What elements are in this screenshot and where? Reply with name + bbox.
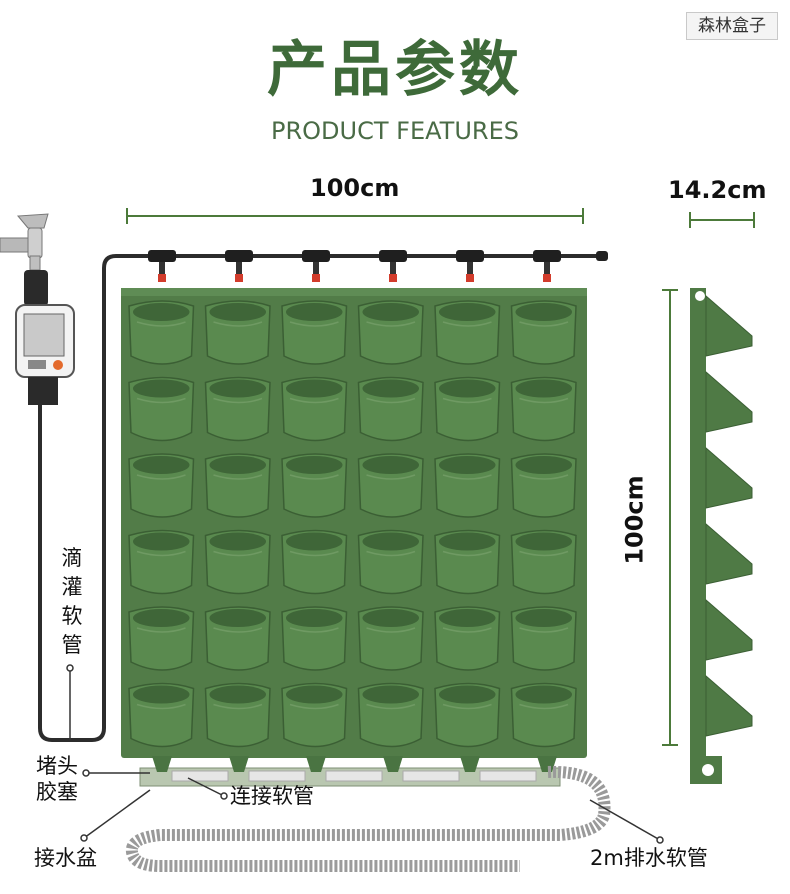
- drip-hose-label-3: 软: [61, 604, 83, 628]
- planter-pot: [510, 376, 577, 442]
- drain-hose-label: 2m排水软管: [590, 846, 708, 870]
- page-title: 产品参数: [267, 35, 523, 105]
- planter-pot: [128, 453, 195, 518]
- planter-pot: [128, 300, 195, 365]
- planter-pot: [357, 300, 424, 365]
- callout-lines: [66, 664, 664, 844]
- planter-pot: [434, 606, 501, 671]
- drip-emitter: [148, 250, 176, 282]
- planter-pot: [204, 376, 271, 442]
- width-dimension-line: [126, 208, 584, 224]
- drip-emitter: [456, 250, 484, 282]
- faucet-icon: [0, 213, 49, 306]
- planter-pot: [434, 300, 501, 365]
- drip-emitter: [533, 250, 561, 282]
- plug-label-line2: 胶塞: [36, 780, 78, 804]
- planter-pot: [357, 376, 424, 442]
- planter-pot: [510, 606, 577, 671]
- hose-end-cap: [596, 251, 608, 261]
- planter-pot: [357, 453, 424, 518]
- drip-hose-label-2: 灌: [61, 575, 83, 599]
- planter-pot: [281, 529, 348, 595]
- planter-pot: [510, 529, 577, 595]
- planter-pot: [357, 529, 424, 595]
- planter-pot: [281, 300, 348, 365]
- side-profile: [690, 288, 753, 784]
- drip-emitter: [379, 250, 407, 282]
- planter-pot: [204, 606, 271, 671]
- page-subtitle: PRODUCT FEATURES: [271, 117, 519, 145]
- height-dimension-line: [662, 289, 678, 746]
- planter-pot: [204, 453, 271, 518]
- planter-pot: [281, 453, 348, 518]
- connector-hose-label: 连接软管: [230, 784, 314, 808]
- planter-pot: [128, 682, 195, 748]
- planter-pot: [434, 376, 501, 442]
- height-label: 100cm: [620, 475, 649, 565]
- planter-pot: [204, 529, 271, 595]
- planter-pot: [281, 682, 348, 748]
- planter-pot: [434, 682, 501, 748]
- planter-pot: [204, 682, 271, 748]
- brand-badge: 森林盒子: [686, 12, 778, 40]
- planter-pot: [510, 682, 577, 748]
- planter-pot: [128, 529, 195, 595]
- planter-pot: [434, 453, 501, 518]
- width-label: 100cm: [310, 174, 400, 202]
- water-tray-label: 接水盆: [34, 846, 97, 870]
- planter-pot: [281, 376, 348, 442]
- drain-hose: [125, 765, 611, 872]
- planter-pot: [510, 300, 577, 365]
- drip-hose-label-1: 滴: [61, 546, 83, 570]
- plug-label-line1: 堵头: [36, 754, 78, 778]
- planter-pot: [434, 529, 501, 595]
- planter-pot: [281, 606, 348, 671]
- planter-pot: [357, 606, 424, 671]
- drip-emitters: [148, 250, 561, 282]
- drip-emitter: [302, 250, 330, 282]
- planter-pot: [128, 376, 195, 442]
- planter-pots: [128, 300, 577, 748]
- drip-hose-label-4: 管: [61, 633, 83, 657]
- drip-hose: [38, 254, 602, 742]
- drip-emitter: [225, 250, 253, 282]
- planter-pot: [204, 300, 271, 365]
- irrigation-timer-icon: [15, 304, 75, 405]
- planter-pot: [510, 453, 577, 518]
- depth-label: 14.2cm: [668, 176, 767, 204]
- planter-pot: [357, 682, 424, 748]
- depth-dimension-line: [689, 212, 755, 228]
- planter-pot: [128, 606, 195, 671]
